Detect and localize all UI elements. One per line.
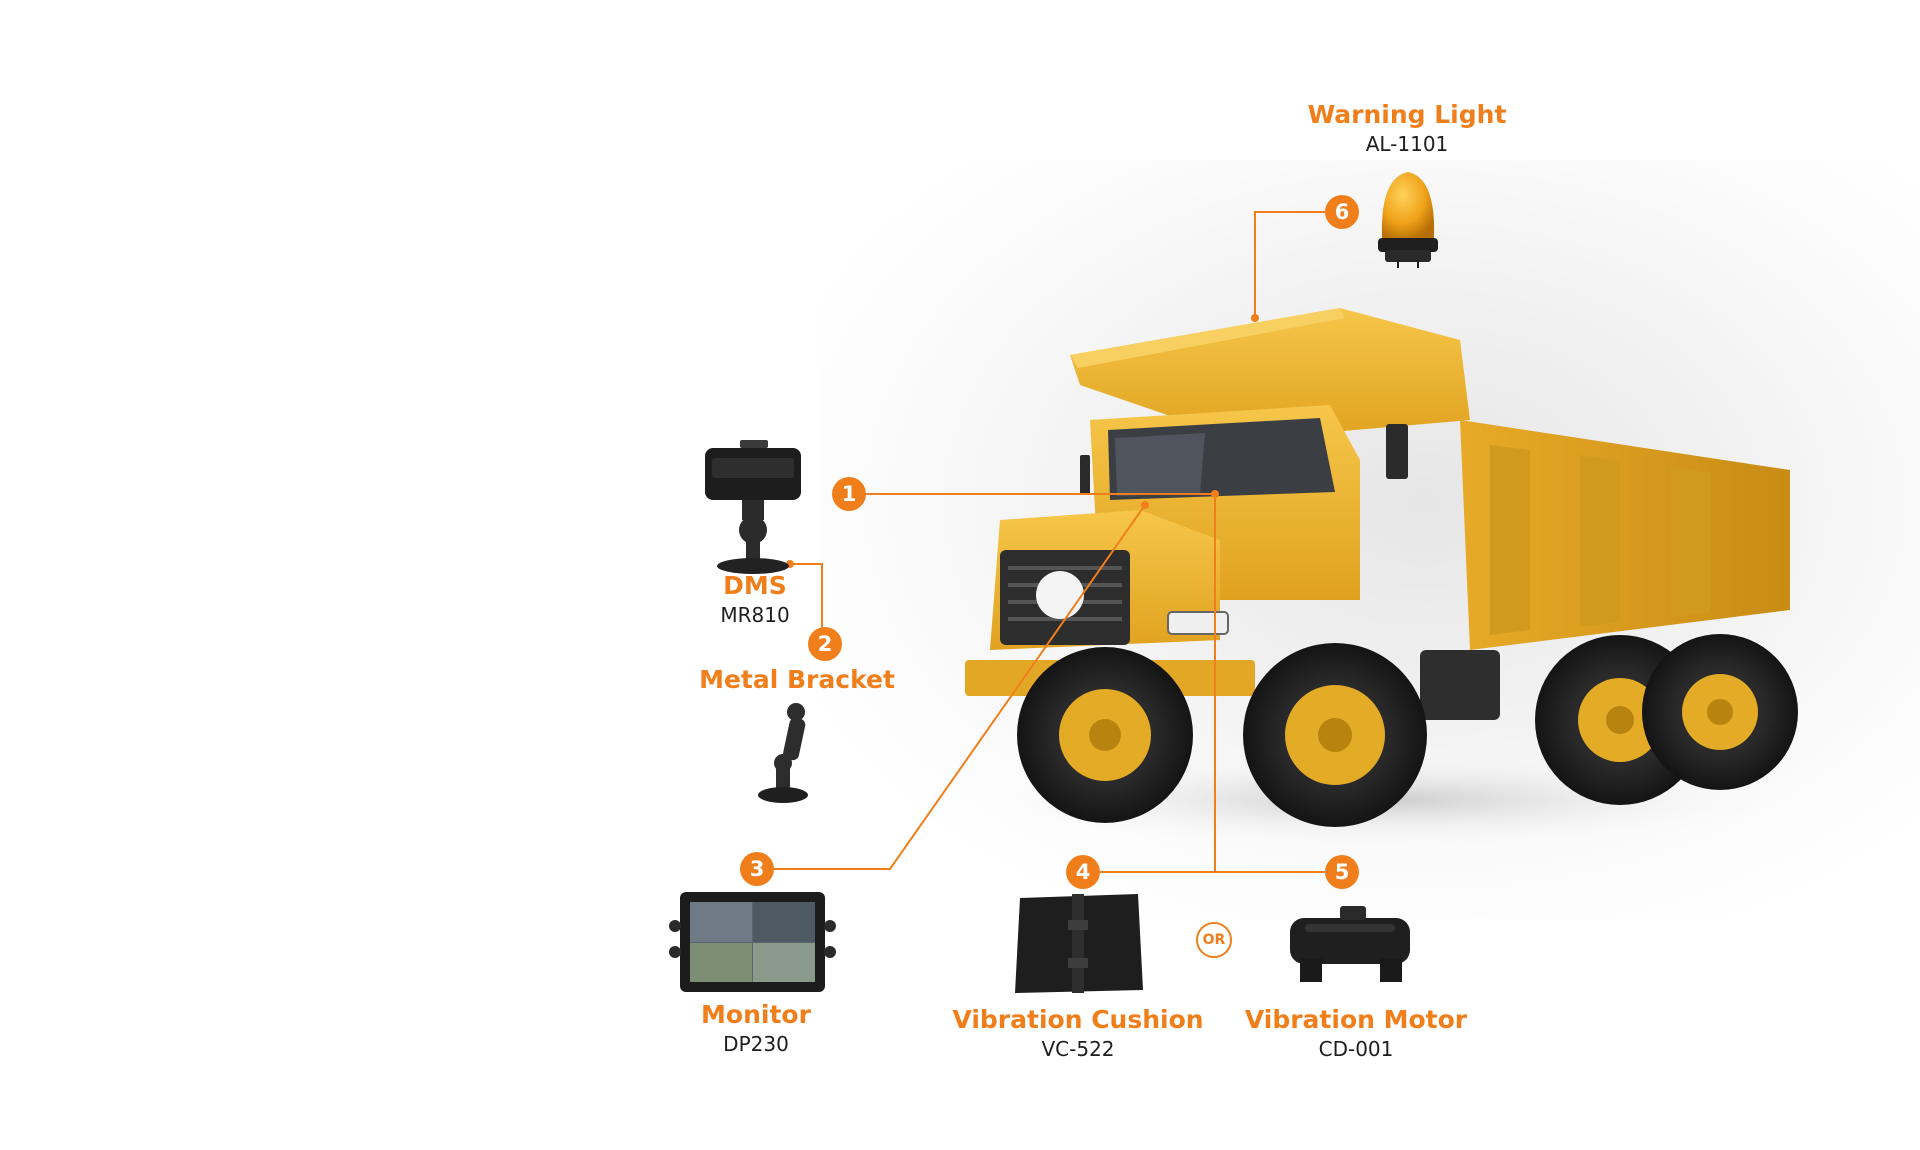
component-model: AL-1101	[1365, 132, 1449, 156]
component-name: Metal Bracket	[699, 665, 895, 694]
component-name: Monitor	[701, 1000, 811, 1029]
badge-1: 1	[832, 477, 866, 511]
connector-lines	[774, 211, 1325, 873]
warning-light-icon	[1378, 172, 1438, 268]
connector-line-2	[790, 563, 823, 630]
label-metal-bracket: Metal Bracket	[699, 665, 895, 695]
component-name: Vibration Cushion	[952, 1005, 1204, 1034]
component-model: MR810	[720, 603, 790, 627]
badge-5: 5	[1325, 855, 1359, 889]
component-model: CD-001	[1318, 1037, 1394, 1061]
badge-4: 4	[1066, 855, 1100, 889]
component-model: VC-522	[1041, 1037, 1115, 1061]
component-name: Warning Light	[1307, 100, 1507, 129]
connector-line-6	[1254, 211, 1325, 318]
label-vibration-motor: Vibration Motor CD-001	[1245, 1005, 1467, 1063]
vibration-motor-icon	[1290, 906, 1410, 982]
monitor-icon	[669, 892, 836, 992]
component-name: Vibration Motor	[1244, 1005, 1468, 1034]
dump-truck	[950, 308, 1810, 848]
component-model: DP230	[723, 1032, 789, 1056]
label-dms: DMS MR810	[720, 571, 789, 629]
connector-line-3	[774, 504, 1146, 870]
badge-3: 3	[740, 852, 774, 886]
component-name: DMS	[723, 571, 787, 600]
or-marker: OR	[1196, 922, 1232, 958]
metal-bracket-icon	[758, 703, 808, 803]
label-monitor: Monitor DP230	[701, 1000, 811, 1058]
vibration-cushion-icon	[1015, 894, 1143, 993]
badge-6: 6	[1325, 195, 1359, 229]
badge-2: 2	[808, 627, 842, 661]
dms-camera-icon	[705, 440, 801, 574]
label-vibration-cushion: Vibration Cushion VC-522	[952, 1005, 1203, 1063]
label-warning-light: Warning Light AL-1101	[1308, 100, 1507, 158]
